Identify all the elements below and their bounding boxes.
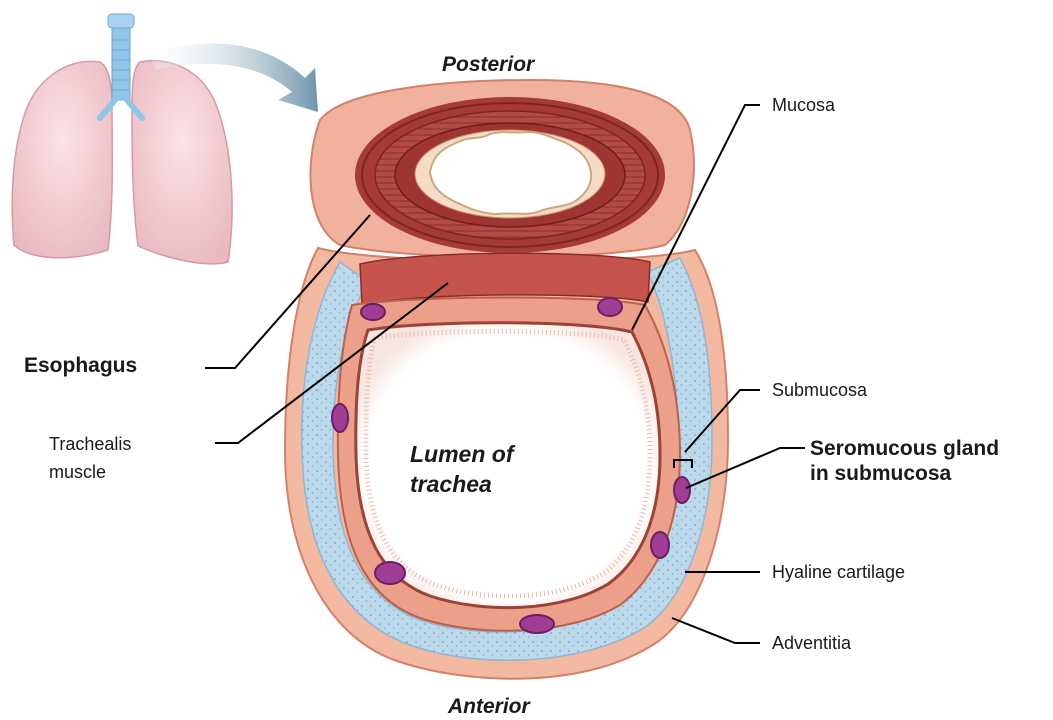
seromucous-gland-label-line1: Seromucous gland	[810, 436, 999, 461]
seromucous-gland	[651, 532, 669, 558]
esophagus-structure	[310, 80, 693, 257]
anterior-label: Anterior	[448, 694, 530, 719]
seromucous-gland	[598, 298, 622, 316]
posterior-label: Posterior	[442, 52, 534, 77]
seromucous-gland	[361, 304, 385, 320]
adventitia-leader	[672, 618, 760, 643]
lumen-label-line2: trachea	[410, 470, 514, 500]
adventitia-label: Adventitia	[772, 633, 851, 655]
seromucous-gland	[674, 477, 690, 503]
trachealis-muscle-label: Trachealis muscle	[49, 431, 131, 487]
hyaline-cartilage-label: Hyaline cartilage	[772, 562, 905, 584]
seromucous-gland	[520, 615, 554, 633]
trachealis-label-line2: muscle	[49, 459, 131, 487]
trachealis-label-line1: Trachealis	[49, 431, 131, 459]
submucosa-label: Submucosa	[772, 380, 867, 402]
mucosa-label: Mucosa	[772, 95, 835, 117]
seromucous-gland-label-line2: in submucosa	[810, 461, 999, 486]
right-lung-icon	[132, 61, 232, 264]
lumen-label: Lumen of trachea	[410, 440, 514, 500]
esophagus-label: Esophagus	[24, 353, 137, 378]
seromucous-gland	[332, 404, 348, 432]
left-lung-icon	[12, 61, 112, 257]
seromucous-gland	[375, 562, 405, 584]
seromucous-gland-label: Seromucous gland in submucosa	[810, 436, 999, 486]
lumen-label-line1: Lumen of	[410, 440, 514, 470]
